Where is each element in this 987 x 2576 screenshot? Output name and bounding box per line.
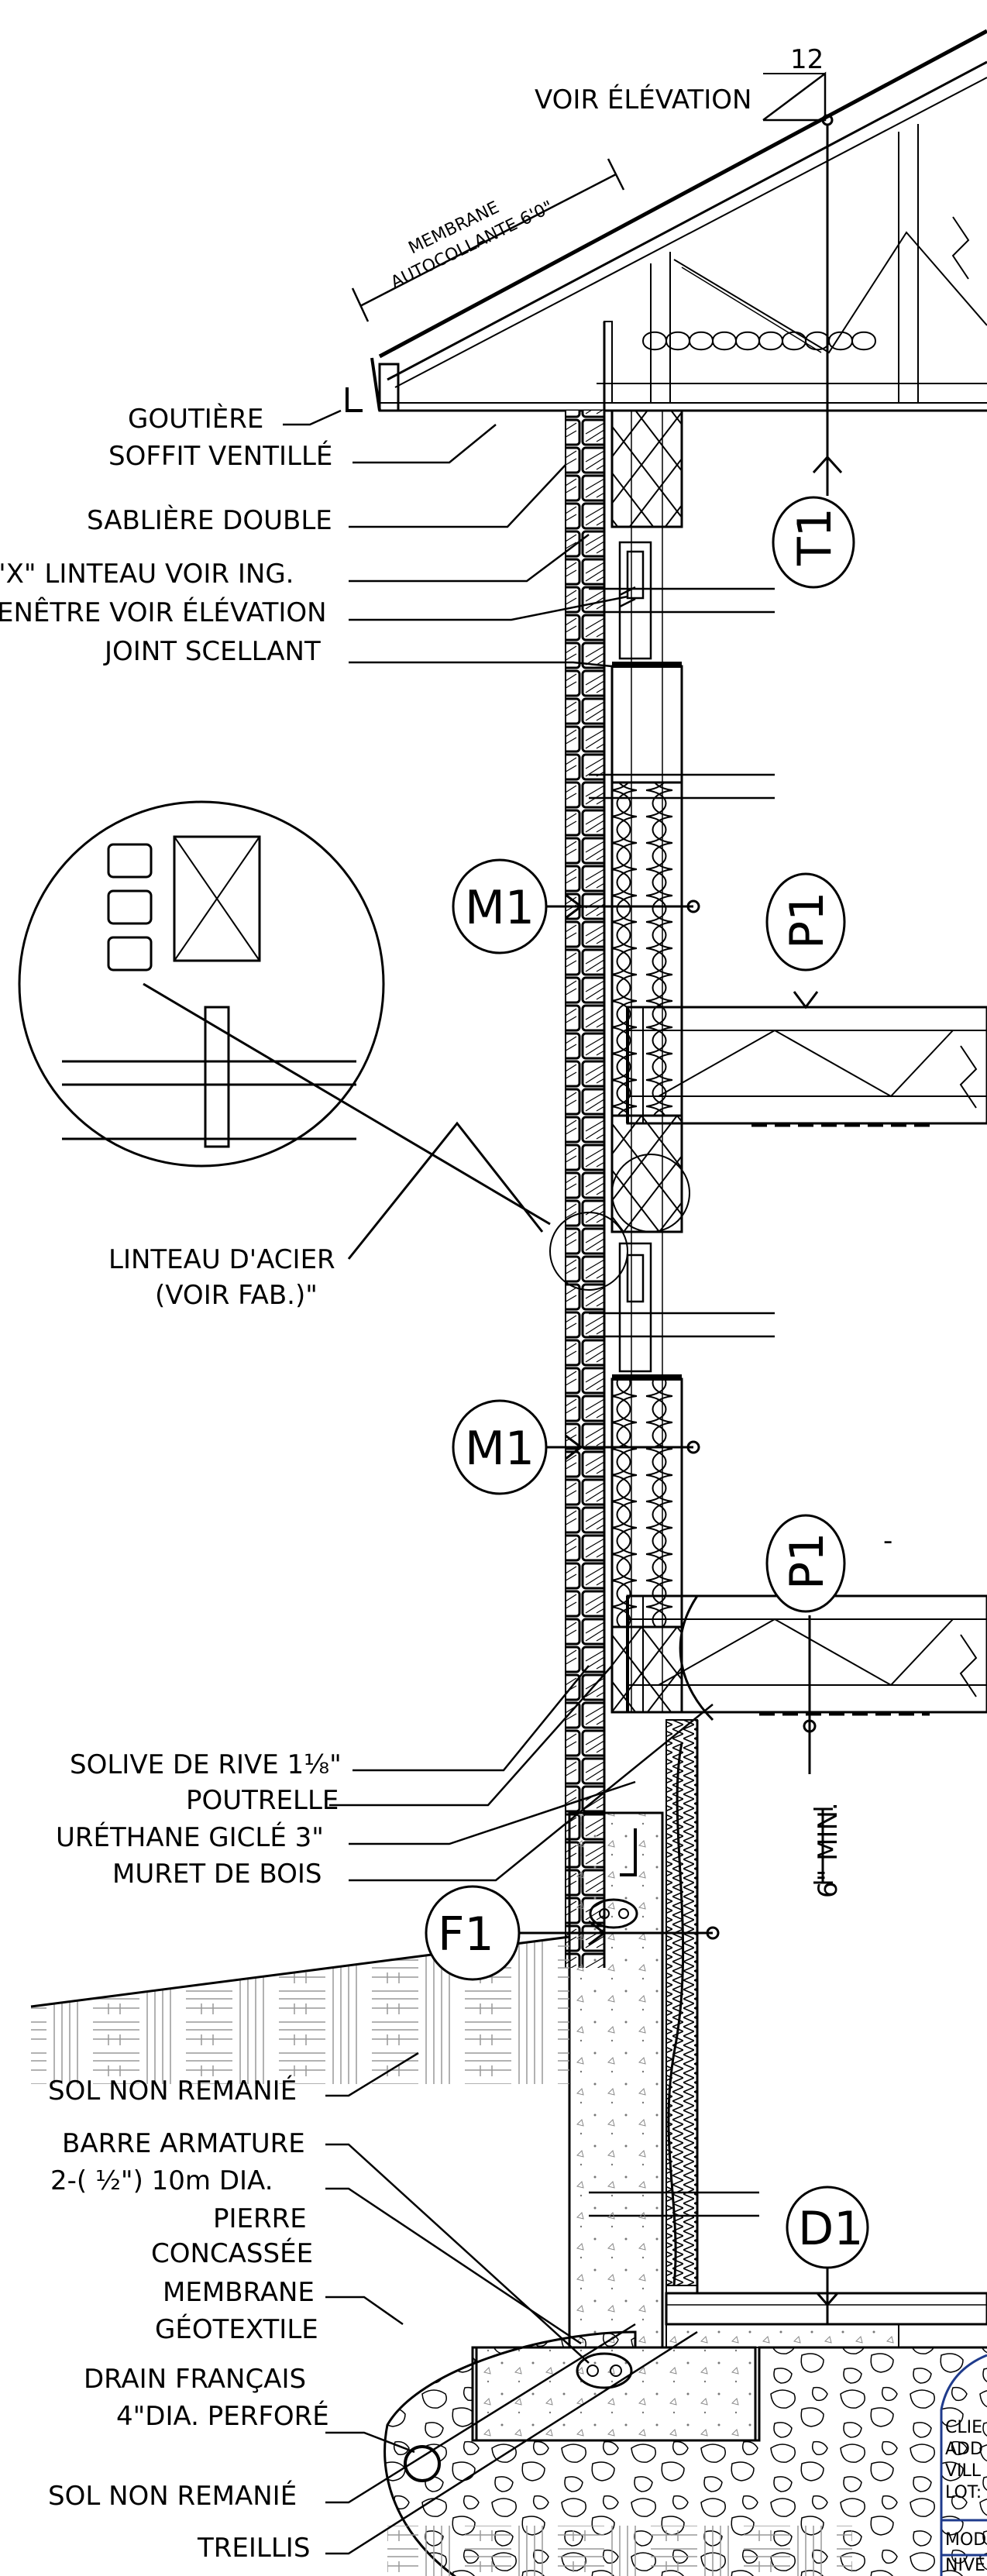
tag-p1-lower: P1 <box>780 1532 834 1590</box>
label-barre-1: BARRE ARMATURE <box>62 2128 305 2159</box>
label-barre-2: 2-( ½") 10m DIA. <box>50 2165 273 2196</box>
tag-d1: D1 <box>798 2202 863 2256</box>
label-sol-1: SOL NON REMANIÉ <box>48 2075 297 2107</box>
label-linteau-acier-1: LINTEAU D'ACIER <box>108 1244 335 1275</box>
brick-veneer <box>566 411 604 1968</box>
title-city: VILL <box>945 2461 982 2481</box>
leader-lines <box>283 409 714 2555</box>
tag-m1-upper: M1 <box>465 881 535 935</box>
label-urethane: URÉTHANE GICLÉ 3" <box>56 1821 324 1853</box>
label-joint: JOINT SCELLANT <box>103 636 321 667</box>
title-address: ADD <box>945 2440 983 2459</box>
undisturbed-soil <box>30 1935 852 2576</box>
label-drain-1: DRAIN FRANÇAIS <box>84 2364 306 2395</box>
label-poutrelle: POUTRELLE <box>186 1785 339 1816</box>
title-client: CLIE <box>945 2418 982 2437</box>
wall-framing <box>610 409 683 1714</box>
membrane-dimension <box>351 158 625 322</box>
label-muret: MURET DE BOIS <box>112 1859 322 1890</box>
label-sol-2: SOL NON REMANIÉ <box>48 2480 297 2512</box>
label-soffit: SOFFIT VENTILLÉ <box>108 440 332 472</box>
floor-joist-upper <box>626 1006 987 1127</box>
min-dimension-label: 6" MIN. <box>813 1802 844 1898</box>
tag-m1-lower: M1 <box>465 1422 535 1476</box>
label-linteau-acier-2: (VOIR FAB.)" <box>155 1280 318 1311</box>
roof-pitch-symbol <box>762 71 834 496</box>
label-membrane-1: MEMBRANE <box>163 2277 315 2308</box>
label-treillis: TREILLIS <box>197 2533 310 2564</box>
title-level: NIVE <box>945 2556 985 2575</box>
tag-connectors <box>519 893 839 2324</box>
detail-tags <box>425 496 869 2269</box>
crushed-stone <box>383 2330 987 2576</box>
label-membrane-2: GÉOTEXTILE <box>155 2313 318 2345</box>
title-model: MOD <box>945 2530 986 2550</box>
tag-t1: T1 <box>788 507 842 566</box>
title-block <box>940 2354 987 2576</box>
french-drain-pipe <box>404 2445 441 2482</box>
label-pierre-1: PIERRE <box>213 2203 307 2234</box>
detail-callout-circle <box>18 800 690 1291</box>
label-fenetre: ENÊTRE VOIR ÉLÉVATION <box>0 597 327 628</box>
label-linteau-ing: "X" LINTEAU VOIR ING. <box>0 559 294 590</box>
dash-mark: - <box>883 1525 892 1556</box>
tag-p1-upper: P1 <box>780 892 834 949</box>
tag-f1: F1 <box>438 1907 494 1962</box>
t1-section-line <box>812 455 843 474</box>
title-lots: LOT: <box>945 2483 982 2502</box>
roof-assembly <box>346 29 987 412</box>
label-drain-2: 4"DIA. PERFORÉ <box>116 2400 329 2432</box>
label-gouttiere: GOUTIÈRE <box>128 403 263 435</box>
voir-elevation-label: VOIR ÉLÉVATION <box>535 84 751 115</box>
label-sabliere: SABLIÈRE DOUBLE <box>87 504 332 536</box>
label-solive: SOLIVE DE RIVE 1⅛" <box>70 1749 342 1780</box>
label-pierre-2: CONCASSÉE <box>151 2237 313 2269</box>
pitch-rise-label: 12 <box>790 44 824 75</box>
